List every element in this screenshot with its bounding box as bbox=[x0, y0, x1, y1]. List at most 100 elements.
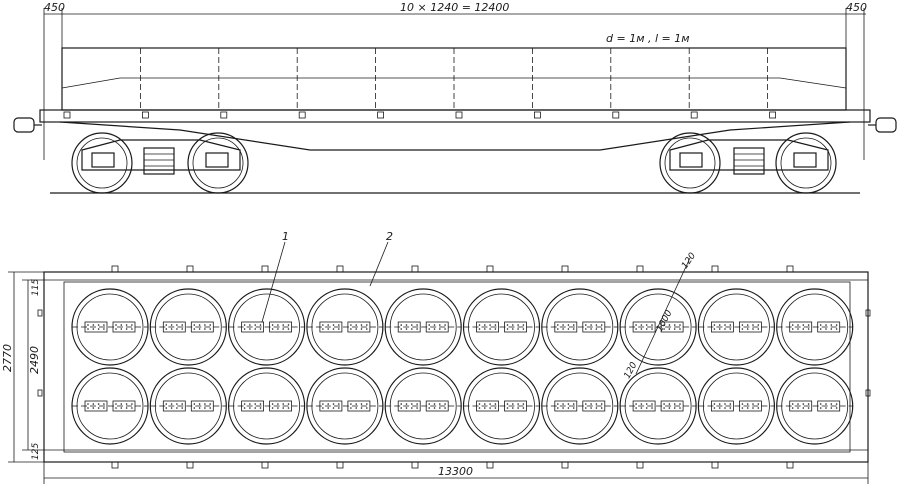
dim-1000: 1000 bbox=[655, 309, 675, 334]
coil bbox=[384, 367, 462, 445]
stake-pocket bbox=[261, 461, 269, 469]
deck-pocket bbox=[612, 111, 620, 119]
callout-2-leader bbox=[369, 241, 389, 287]
dim-left-label: 450 bbox=[44, 1, 65, 14]
stake-pocket bbox=[561, 265, 569, 273]
axle-box bbox=[679, 152, 703, 168]
axle-box bbox=[793, 152, 817, 168]
bogie-frame bbox=[81, 139, 241, 171]
wedge-block bbox=[112, 321, 136, 333]
wedge-block bbox=[241, 400, 265, 412]
stake-pocket bbox=[486, 265, 494, 273]
wedge-block bbox=[739, 400, 762, 412]
deck-pocket bbox=[455, 111, 463, 119]
wedge-block bbox=[190, 400, 214, 412]
left-bogie bbox=[71, 132, 249, 194]
dim-right-label: 450 bbox=[846, 1, 867, 14]
coil bbox=[697, 288, 776, 366]
stake-pocket bbox=[486, 461, 494, 469]
stake-pocket bbox=[411, 265, 419, 273]
stake-pocket bbox=[411, 461, 419, 469]
wheel bbox=[775, 132, 837, 194]
dim-120-bottom: 120 bbox=[623, 360, 640, 380]
deck-pocket bbox=[534, 111, 541, 119]
coil bbox=[619, 288, 697, 366]
dim-120-top: 120 bbox=[680, 251, 698, 271]
diameter-dim-line bbox=[635, 257, 691, 375]
stake-pocket bbox=[336, 265, 344, 273]
deck-pocket bbox=[690, 111, 698, 119]
wedge-block bbox=[554, 400, 578, 412]
fish-belly-sill bbox=[59, 121, 851, 151]
coil bbox=[228, 367, 306, 445]
wedge-block bbox=[660, 400, 684, 412]
wedge-block bbox=[269, 321, 293, 333]
coil bbox=[306, 367, 384, 445]
wedge-block bbox=[241, 321, 265, 333]
coil bbox=[71, 367, 149, 445]
wedge-block bbox=[817, 321, 841, 333]
inner-frame bbox=[63, 281, 851, 453]
side-view: 450 10 × 1240 = 12400 450 d = 1м , l = 1… bbox=[13, 1, 897, 194]
coil bbox=[619, 367, 697, 445]
stake-pocket bbox=[786, 265, 794, 273]
right-bogie bbox=[659, 132, 837, 194]
wedge-block bbox=[84, 400, 108, 412]
cargo-note: d = 1м , l = 1м bbox=[606, 32, 690, 45]
wedge-block bbox=[319, 400, 343, 412]
coil bbox=[71, 288, 149, 366]
wedge-block bbox=[397, 321, 421, 333]
coil bbox=[462, 288, 541, 366]
wedge-block bbox=[425, 400, 449, 412]
wheel bbox=[187, 132, 249, 194]
wedge-block bbox=[347, 400, 371, 412]
stake-pocket bbox=[111, 461, 119, 469]
wedge-block bbox=[112, 400, 136, 412]
dim-center-label: 10 × 1240 = 12400 bbox=[400, 1, 509, 14]
side-stanchions bbox=[61, 48, 847, 119]
wedge-block bbox=[789, 321, 813, 333]
coil bbox=[149, 288, 227, 366]
left-coupler bbox=[13, 117, 35, 133]
wedge-block bbox=[504, 400, 527, 412]
stake-pocket bbox=[336, 461, 344, 469]
stake-pocket bbox=[711, 265, 719, 273]
callout-2: 2 bbox=[386, 230, 393, 243]
wedge-block bbox=[162, 400, 186, 412]
body-taper-left bbox=[61, 77, 121, 89]
bogie-frame bbox=[669, 139, 829, 171]
coil bbox=[776, 367, 854, 445]
coil bbox=[149, 367, 227, 445]
stake-pocket bbox=[636, 461, 644, 469]
wedge-block bbox=[817, 400, 841, 412]
spring-box bbox=[733, 147, 765, 175]
dim-total-length: 13300 bbox=[438, 465, 473, 478]
coil bbox=[541, 367, 619, 445]
axle-box bbox=[205, 152, 229, 168]
deck-pocket bbox=[769, 111, 776, 119]
stake-pocket bbox=[561, 461, 569, 469]
coil bbox=[541, 288, 619, 366]
wedge-block bbox=[84, 321, 108, 333]
right-coupler bbox=[875, 117, 897, 133]
wedge-block bbox=[739, 321, 762, 333]
deck-pocket bbox=[220, 111, 228, 119]
stake-pocket bbox=[186, 461, 194, 469]
stake-pocket bbox=[636, 265, 644, 273]
platform-outline bbox=[43, 271, 869, 463]
deck-pocket bbox=[298, 111, 306, 119]
wedge-block bbox=[711, 400, 734, 412]
stake-pocket bbox=[786, 461, 794, 469]
wheel bbox=[659, 132, 721, 194]
callout-1: 1 bbox=[282, 230, 289, 243]
wedge-block bbox=[190, 321, 214, 333]
dim-margin-top: 115 bbox=[31, 279, 41, 296]
coil bbox=[697, 367, 776, 445]
stake-pocket bbox=[111, 265, 119, 273]
wedge-block bbox=[397, 400, 421, 412]
deck-pocket bbox=[63, 111, 71, 119]
wedge-block bbox=[582, 400, 606, 412]
coil bbox=[384, 288, 462, 366]
